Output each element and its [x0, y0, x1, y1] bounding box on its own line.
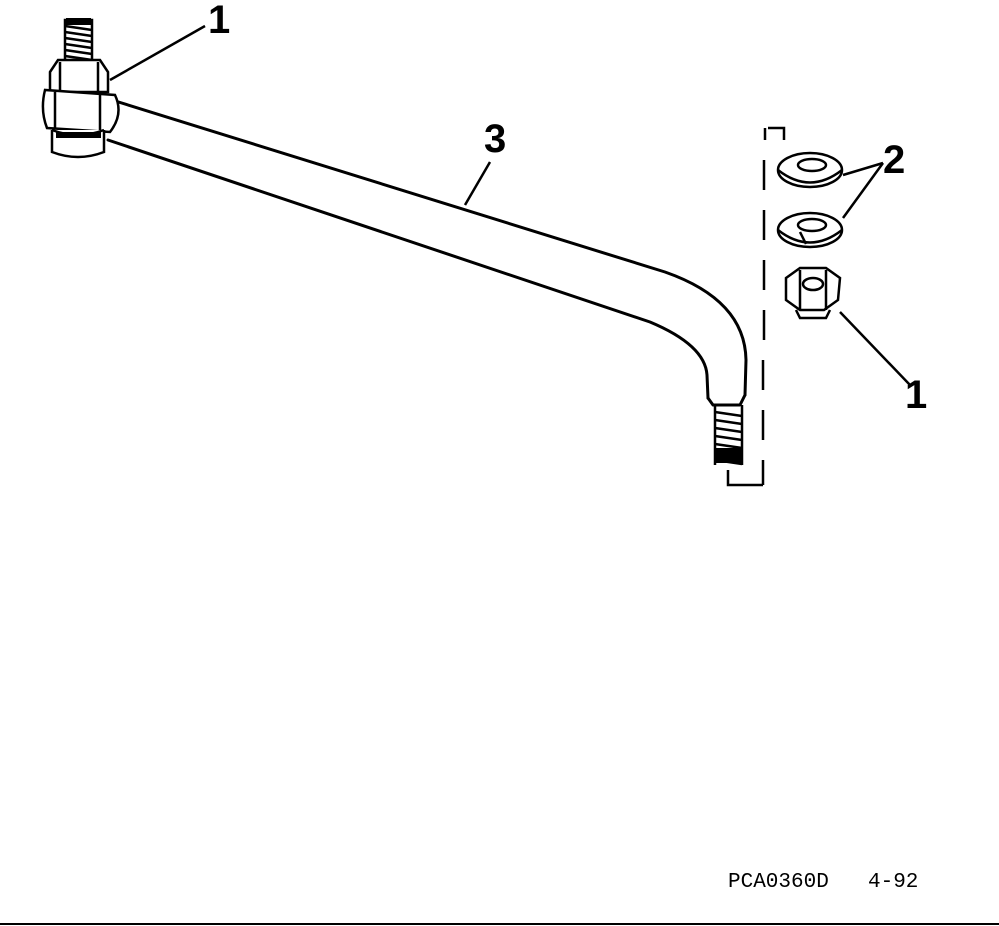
date-code: 4-92 [868, 871, 918, 894]
figure-code: PCA0360D [728, 871, 829, 894]
callout-tie-rod: 3 [484, 117, 506, 161]
tie-rod-threaded-end [713, 405, 744, 466]
washer-flat [776, 151, 844, 189]
hardware-bracket [726, 126, 786, 487]
washer-lock [776, 211, 844, 249]
leader-lines [109, 24, 911, 386]
ball-stud-assembly [41, 18, 120, 159]
tie-rod [106, 98, 748, 407]
hex-nut [784, 266, 842, 320]
callout-stud-nut: 1 [208, 0, 230, 42]
callout-nut: 1 [905, 373, 927, 417]
callout-washers: 2 [883, 138, 905, 182]
